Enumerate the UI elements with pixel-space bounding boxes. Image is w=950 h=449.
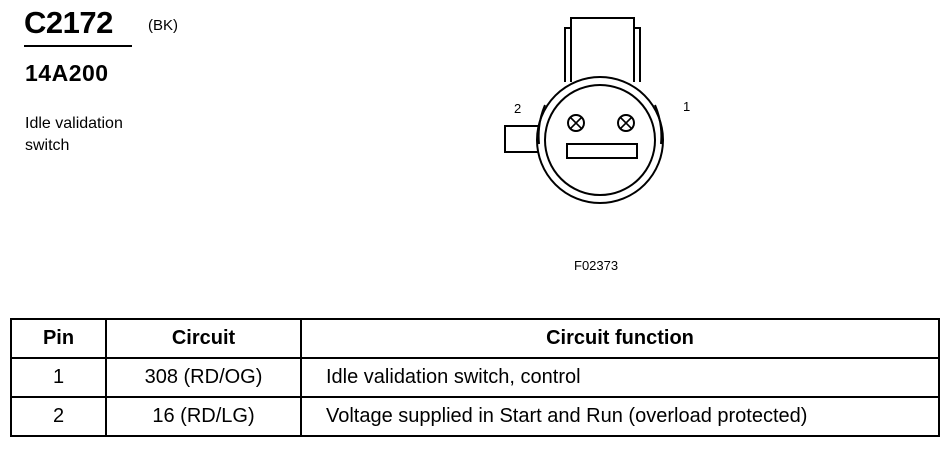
cell-circuit: 308 (RD/OG) [105, 357, 302, 398]
table-row: 2 16 (RD/LG) Voltage supplied in Start a… [10, 396, 940, 437]
connector-face-diagram: 2 1 [504, 17, 690, 204]
connector-rib-right [654, 104, 663, 145]
header-circuit: Circuit [105, 318, 302, 359]
cell-circuit: 16 (RD/LG) [105, 396, 302, 437]
cell-pin: 2 [10, 396, 107, 437]
pin-label-2: 2 [514, 101, 521, 116]
part-number: 14A200 [25, 60, 109, 86]
connector-key-tab [504, 125, 542, 153]
pin-cavity-2 [567, 114, 585, 132]
pin-label-1: 1 [683, 99, 690, 114]
connector-description: Idle validation switch [25, 113, 165, 157]
connector-key-slot [566, 143, 638, 159]
cell-function: Voltage supplied in Start and Run (overl… [300, 396, 940, 437]
pin-cavity-1 [617, 114, 635, 132]
header-circuit-function: Circuit function [300, 318, 940, 359]
title-underline [24, 45, 132, 47]
connector-rib-left [537, 104, 546, 145]
cell-pin: 1 [10, 357, 107, 398]
description-line: Idle validation [25, 115, 123, 132]
table-row: 1 308 (RD/OG) Idle validation switch, co… [10, 357, 940, 398]
connector-latch [564, 17, 641, 82]
connector-latch-inner [570, 28, 635, 82]
header-pin: Pin [10, 318, 107, 359]
connector-inner-face [544, 84, 656, 196]
cell-function: Idle validation switch, control [300, 357, 940, 398]
table-header-row: Pin Circuit Circuit function [10, 318, 940, 359]
figure-id: F02373 [574, 258, 619, 273]
pinout-table: Pin Circuit Circuit function 1 308 (RD/O… [10, 318, 940, 437]
wire-color-code: (BK) [148, 17, 178, 34]
connector-id: C2172 [24, 5, 113, 40]
description-line: switch [25, 137, 70, 154]
